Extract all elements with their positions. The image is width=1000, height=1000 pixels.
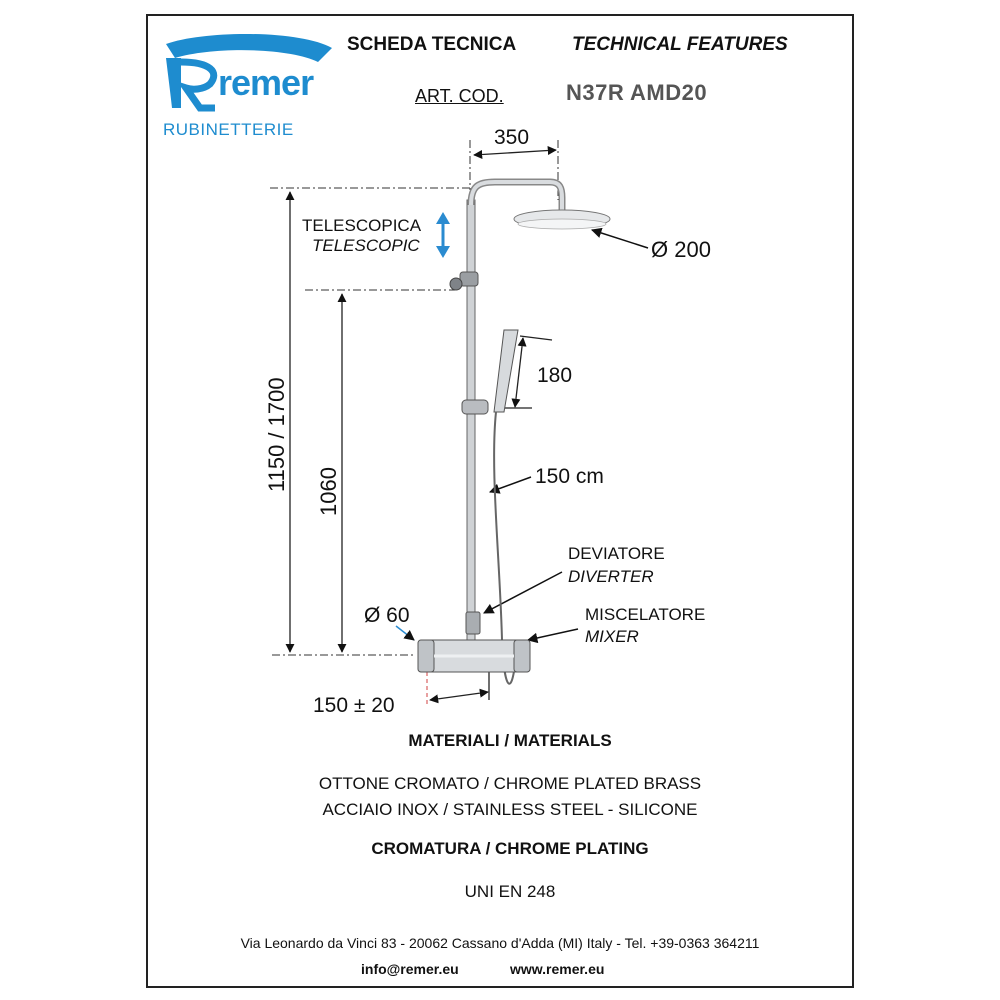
art-cod-label: ART. COD.	[415, 86, 504, 106]
total-height-label: 1150 / 1700	[264, 377, 289, 492]
handshower-dimension	[511, 337, 527, 408]
art-cod-value: N37R AMD20	[566, 80, 708, 105]
telescopic-collar	[459, 271, 479, 287]
telescopic-label-en: TELESCOPIC	[312, 236, 420, 255]
telescopic-arrow-icon	[436, 212, 450, 258]
mixer-leader	[526, 628, 579, 644]
mixer-handle-left	[417, 639, 435, 673]
materials-line-1: OTTONE CROMATO / CHROME PLATED BRASS	[318, 774, 702, 793]
centers-label: 150 ± 20	[313, 694, 395, 717]
shower-hose	[493, 411, 517, 685]
shower-column	[417, 178, 611, 685]
slider-holder	[461, 399, 489, 415]
logo-subtitle: RUBINETTERIE	[163, 120, 294, 139]
riser-bar	[466, 199, 476, 641]
diverter-label-en: DIVERTER	[568, 567, 654, 586]
head-diameter-label: Ø 200	[651, 237, 711, 262]
mixer-label-en: MIXER	[585, 627, 639, 646]
wall-bracket	[449, 277, 463, 291]
bar-height-label: 1060	[316, 467, 341, 516]
diverter-label-it: DEVIATORE	[568, 544, 665, 563]
sheet-frame	[146, 14, 854, 988]
width-dimension	[473, 145, 557, 160]
footer-email[interactable]: info@remer.eu	[361, 961, 459, 977]
hose-leader	[489, 476, 532, 494]
logo-brand-text: Remer	[218, 62, 314, 103]
mixer-diameter-leader	[395, 625, 415, 641]
materials-heading: MATERIALI / MATERIALS	[408, 731, 612, 750]
materials-line-2: ACCIAIO INOX / STAINLESS STEEL - SILICON…	[322, 800, 698, 819]
centers-dimension	[429, 688, 489, 704]
hand-shower	[493, 329, 519, 413]
mixer-diameter-label: Ø 60	[364, 604, 410, 627]
handshower-top-tick	[519, 335, 553, 341]
hose-length-label: 150 cm	[535, 465, 604, 488]
mixer-label-it: MISCELATORE	[585, 605, 705, 624]
plating-heading: CROMATURA / CHROME PLATING	[371, 839, 649, 858]
head-diameter-leader	[591, 227, 649, 249]
mixer-handle-right	[513, 639, 531, 673]
shower-arm	[467, 178, 566, 212]
telescopic-label-it: TELESCOPICA	[302, 216, 422, 235]
footer-address: Via Leonardo da Vinci 83 - 20062 Cassano…	[240, 935, 760, 951]
standard-label: UNI EN 248	[464, 882, 556, 901]
handshower-length-label: 180	[537, 364, 572, 387]
diverter-leader	[483, 571, 563, 614]
title-italian: SCHEDA TECNICA	[347, 34, 517, 55]
width-label: 350	[494, 126, 529, 149]
diverter-knob	[465, 611, 481, 635]
title-english: TECHNICAL FEATURES	[572, 34, 788, 55]
footer-website[interactable]: www.remer.eu	[510, 961, 605, 977]
